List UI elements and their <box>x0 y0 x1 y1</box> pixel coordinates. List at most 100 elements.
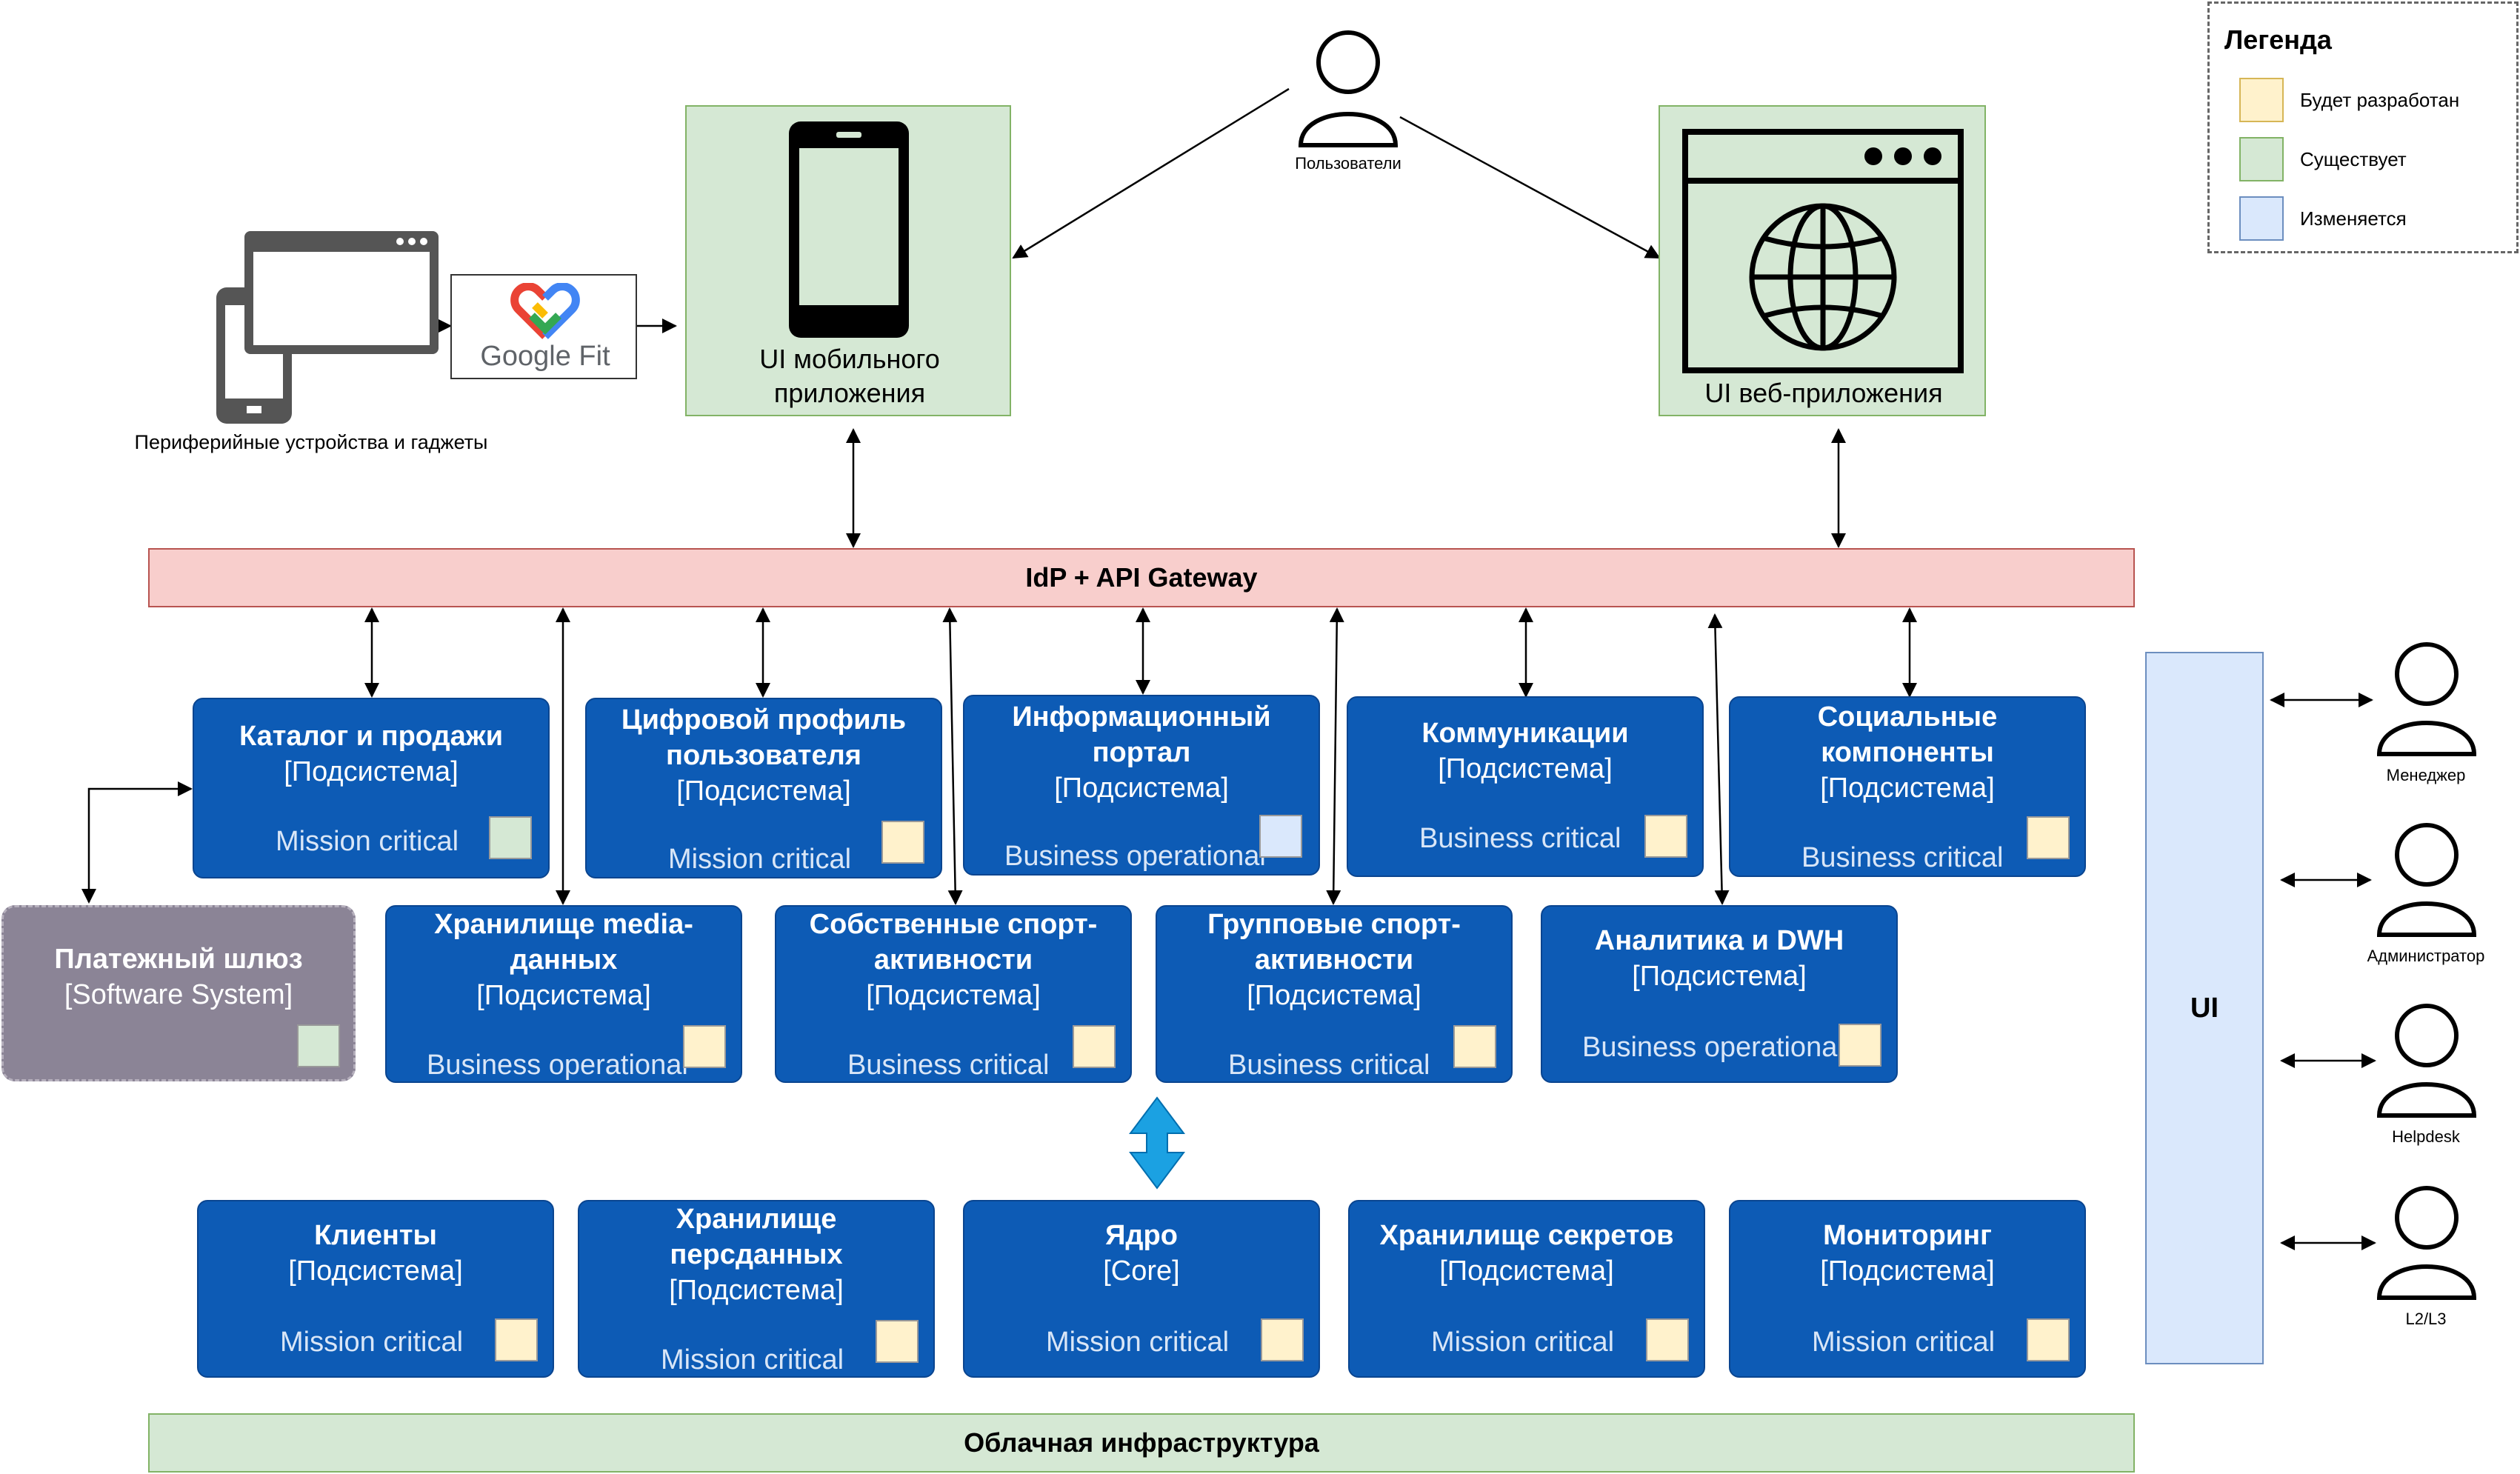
legend-label: Будет разработан <box>2300 89 2460 111</box>
status-marker <box>489 816 532 859</box>
subsystem-name: Клиенты <box>314 1220 437 1251</box>
subsystem-profile[interactable]: Цифровой профиль пользователя [Подсистем… <box>585 698 942 878</box>
subsystem-group-sport[interactable]: Групповые спорт-активности [Подсистема] … <box>1156 905 1513 1083</box>
subsystem-kind: [Подсистема] <box>1054 773 1229 804</box>
devices-group: Периферийные устройства и гаджеты <box>119 222 504 474</box>
payment-kind: [Software System] <box>64 979 293 1010</box>
subsystem-media-storage[interactable]: Хранилище media-данных [Подсистема] Busi… <box>385 905 742 1083</box>
criticality-label: Business critical <box>847 1050 1050 1081</box>
status-marker <box>1644 815 1687 858</box>
criticality-label: Mission critical <box>1812 1327 1996 1358</box>
role-admin: Администратор <box>2348 822 2504 970</box>
arrow-gw-analytics <box>1707 613 1730 905</box>
status-marker <box>881 821 924 864</box>
criticality-label: Business operational <box>427 1050 688 1081</box>
subsystem-kind: [Подсистема] <box>1632 961 1807 992</box>
users-actor: Пользователи <box>1274 30 1422 185</box>
subsystem-name: Цифровой профиль пользователя <box>621 704 907 771</box>
subsystem-secrets[interactable]: Хранилище секретов [Подсистема] Mission … <box>1348 1200 1705 1378</box>
subsystem-name: Ядро <box>1105 1220 1178 1251</box>
subsystem-kind: [Подсистема] <box>1820 773 1995 804</box>
criticality-label: Business critical <box>1801 842 2004 873</box>
legend-swatch <box>2239 78 2284 122</box>
legend-swatch <box>2239 196 2284 241</box>
browser-globe-icon <box>1682 129 1964 373</box>
subsystem-name: Каталог и продажи <box>239 721 504 752</box>
status-marker <box>2027 1318 2070 1361</box>
subsystem-kind: [Подсистема] <box>669 1275 844 1306</box>
role-label: L2/L3 <box>2405 1310 2447 1328</box>
cloud-infrastructure-label: Облачная инфраструктура <box>964 1427 1319 1458</box>
api-gateway-band[interactable]: IdP + API Gateway <box>148 548 2135 607</box>
criticality-label: Mission critical <box>276 826 459 857</box>
ui-column-label: UI <box>2190 992 2219 1024</box>
arrow-gw-group-sport <box>1326 607 1344 905</box>
subsystem-social[interactable]: Социальные компоненты [Подсистема] Busin… <box>1729 696 2086 877</box>
legend-label: Изменяется <box>2300 207 2407 230</box>
subsystem-analytics[interactable]: Аналитика и DWH [Подсистема] Business op… <box>1541 905 1898 1083</box>
subsystem-core[interactable]: Ядро [Core] Mission critical <box>963 1200 1320 1378</box>
legend-swatch <box>2239 137 2284 181</box>
subsystem-name: Коммуникации <box>1421 718 1629 749</box>
cloud-infrastructure-band[interactable]: Облачная инфраструктура <box>148 1413 2135 1473</box>
status-marker <box>495 1318 538 1361</box>
subsystem-name: Хранилище media-данных <box>434 909 693 976</box>
payment-name: Платежный шлюз <box>54 944 303 975</box>
api-gateway-label: IdP + API Gateway <box>1025 562 1258 593</box>
subsystem-kind: [Подсистема] <box>1439 1255 1614 1287</box>
subsystem-communications[interactable]: Коммуникации [Подсистема] Business criti… <box>1347 696 1704 877</box>
subsystem-kind: [Подсистема] <box>676 776 851 807</box>
subsystem-clients[interactable]: Клиенты [Подсистема] Mission critical <box>197 1200 554 1378</box>
payment-gateway[interactable]: Платежный шлюз [Software System] <box>1 905 356 1081</box>
criticality-label: Mission critical <box>668 844 852 875</box>
subsystem-monitoring[interactable]: Мониторинг [Подсистема] Mission critical <box>1729 1200 2086 1378</box>
arrow-users-to-mobile <box>1012 87 1290 259</box>
arrow-payment-catalog <box>81 781 193 904</box>
devices-label: Периферийные устройства и гаджеты <box>134 431 488 453</box>
status-marker <box>1839 1024 1881 1067</box>
mobile-ui-label: UI мобильного приложения <box>759 344 940 408</box>
subsystem-kind: [Подсистема] <box>1247 980 1421 1011</box>
subsystem-name: Хранилище секретов <box>1379 1220 1674 1251</box>
status-marker <box>1073 1025 1116 1068</box>
subsystem-catalog[interactable]: Каталог и продажи [Подсистема] Mission c… <box>193 698 550 878</box>
mobile-ui-box[interactable]: UI мобильного приложения <box>685 105 1011 416</box>
googlefit-logo-icon <box>510 283 580 339</box>
role-label: Helpdesk <box>2392 1127 2460 1146</box>
criticality-label: Business critical <box>1228 1050 1430 1081</box>
web-ui-box[interactable]: UI веб-приложения <box>1659 105 1986 416</box>
web-ui-label: UI веб-приложения <box>1704 378 1943 408</box>
subsystem-own-sport[interactable]: Собственные спорт-активности [Подсистема… <box>775 905 1132 1083</box>
criticality-label: Business operational <box>1582 1032 1844 1063</box>
subsystem-name: Групповые спорт-активности <box>1207 909 1461 976</box>
criticality-label: Mission critical <box>661 1344 844 1375</box>
role-helpdesk: Helpdesk <box>2348 1003 2504 1151</box>
subsystem-kind: [Подсистема] <box>1820 1255 1995 1287</box>
status-marker <box>1646 1318 1689 1361</box>
role-l2l3: L2/L3 <box>2348 1185 2504 1333</box>
subsystem-name: Мониторинг <box>1823 1220 1992 1251</box>
subsystem-kind: [Подсистема] <box>476 980 651 1011</box>
arrow-users-to-web <box>1399 116 1661 259</box>
criticality-label: Mission critical <box>1046 1327 1230 1358</box>
subsystem-personal-data[interactable]: Хранилище персданных [Подсистема] Missio… <box>578 1200 935 1378</box>
status-marker <box>683 1025 726 1068</box>
subsystem-portal[interactable]: Информационный портал [Подсистема] Busin… <box>963 695 1320 876</box>
subsystem-kind: [Core] <box>1103 1255 1180 1287</box>
arrow-gw-own-sport <box>942 607 963 905</box>
status-marker <box>876 1320 919 1363</box>
criticality-label: Business operational <box>1004 841 1266 872</box>
subsystem-kind: [Подсистема] <box>288 1255 463 1287</box>
status-marker <box>297 1024 340 1067</box>
subsystem-kind: [Подсистема] <box>866 980 1041 1011</box>
googlefit-box[interactable]: Google Fit <box>450 274 637 379</box>
subsystem-name: Хранилище персданных <box>670 1204 843 1270</box>
smartphone-icon <box>789 121 909 338</box>
user-icon <box>2376 642 2477 756</box>
user-icon <box>1298 30 1399 147</box>
criticality-label: Business critical <box>1419 823 1621 854</box>
subsystem-kind: [Подсистема] <box>1438 753 1613 784</box>
ui-column[interactable]: UI <box>2145 652 2264 1364</box>
googlefit-label: Google Fit <box>480 341 610 372</box>
